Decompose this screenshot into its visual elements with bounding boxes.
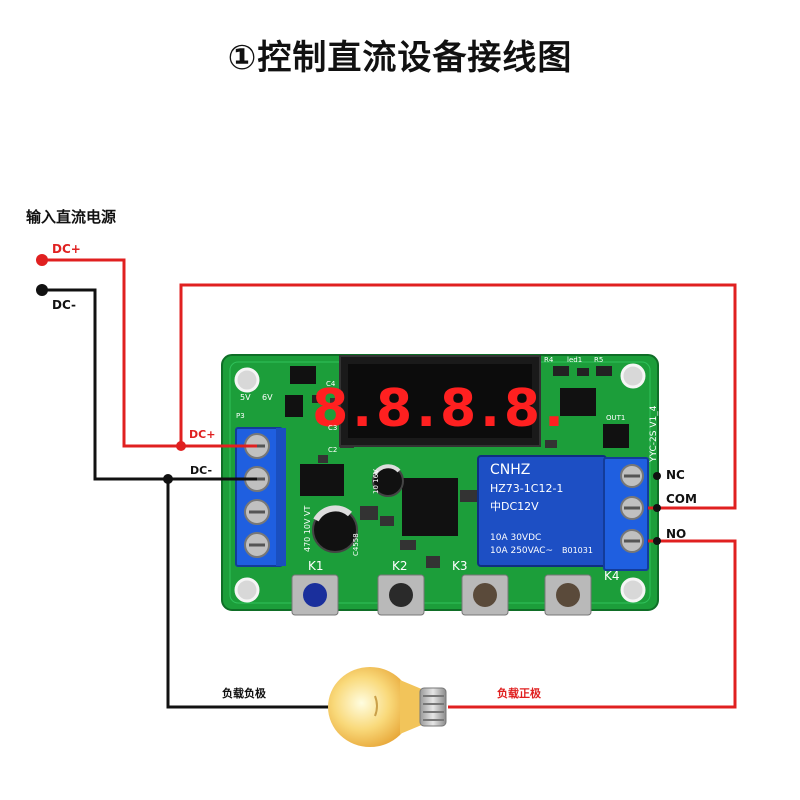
button-k4 [544,574,592,616]
button-k3 [461,574,509,616]
no-label: NO [666,527,687,541]
lightbulb-icon [328,667,447,747]
label-c3: C3 [328,424,337,432]
label-led1: led1 [567,356,582,364]
board-version: YYC-2S V1_4 [649,405,659,463]
relay-module-board [221,354,659,616]
label-c2: C2 [328,446,337,454]
pin-6v-label: 6V [262,393,273,402]
diagram-title: ①控制直流设备接线图 [227,38,573,78]
relay-coil: 中DC12V [490,500,539,513]
relay-model: HZ73-1C12-1 [490,482,563,495]
pin-5v-label: 5V [240,393,251,402]
relay-brand: CNHZ [490,462,530,478]
board-dc-plus-label: DC+ [189,428,215,441]
input-power-label: 输入直流电源 [26,208,117,226]
label-c4558: C4558 [352,533,360,556]
com-label: COM [666,492,697,506]
dc-plus-label: DC+ [52,242,81,256]
label-c4: C4 [326,380,336,388]
label-out1: OUT1 [606,414,625,422]
wiring [36,254,737,709]
relay-code: B01031 [562,546,593,555]
key-k2-label: K2 [392,559,408,573]
button-k1 [291,574,339,616]
key-k1-label: K1 [308,559,324,573]
nc-label: NC [666,468,685,482]
key-k4-label: K4 [604,569,620,583]
cap-label: 470 10V VT [303,506,312,552]
load-positive-label: 负载正极 [497,687,541,700]
board-dc-minus-label: DC- [190,464,212,477]
button-k2 [377,574,425,616]
cap2-label: 10 16V [372,469,380,494]
load-negative-label: 负载负极 [222,687,266,700]
input-terminal-block [235,427,286,567]
label-r4: R4 [544,356,554,364]
key-k3-label: K3 [452,559,468,573]
relay-rating-1: 10A 30VDC [490,533,541,543]
label-p3: P3 [236,412,245,420]
output-terminal-block [603,457,649,571]
label-r5: R5 [594,356,603,364]
dc-minus-label: DC- [52,298,77,312]
relay-rating-2: 10A 250VAC~ [490,546,553,556]
display-digits: 8.8.8.8. [312,379,568,439]
